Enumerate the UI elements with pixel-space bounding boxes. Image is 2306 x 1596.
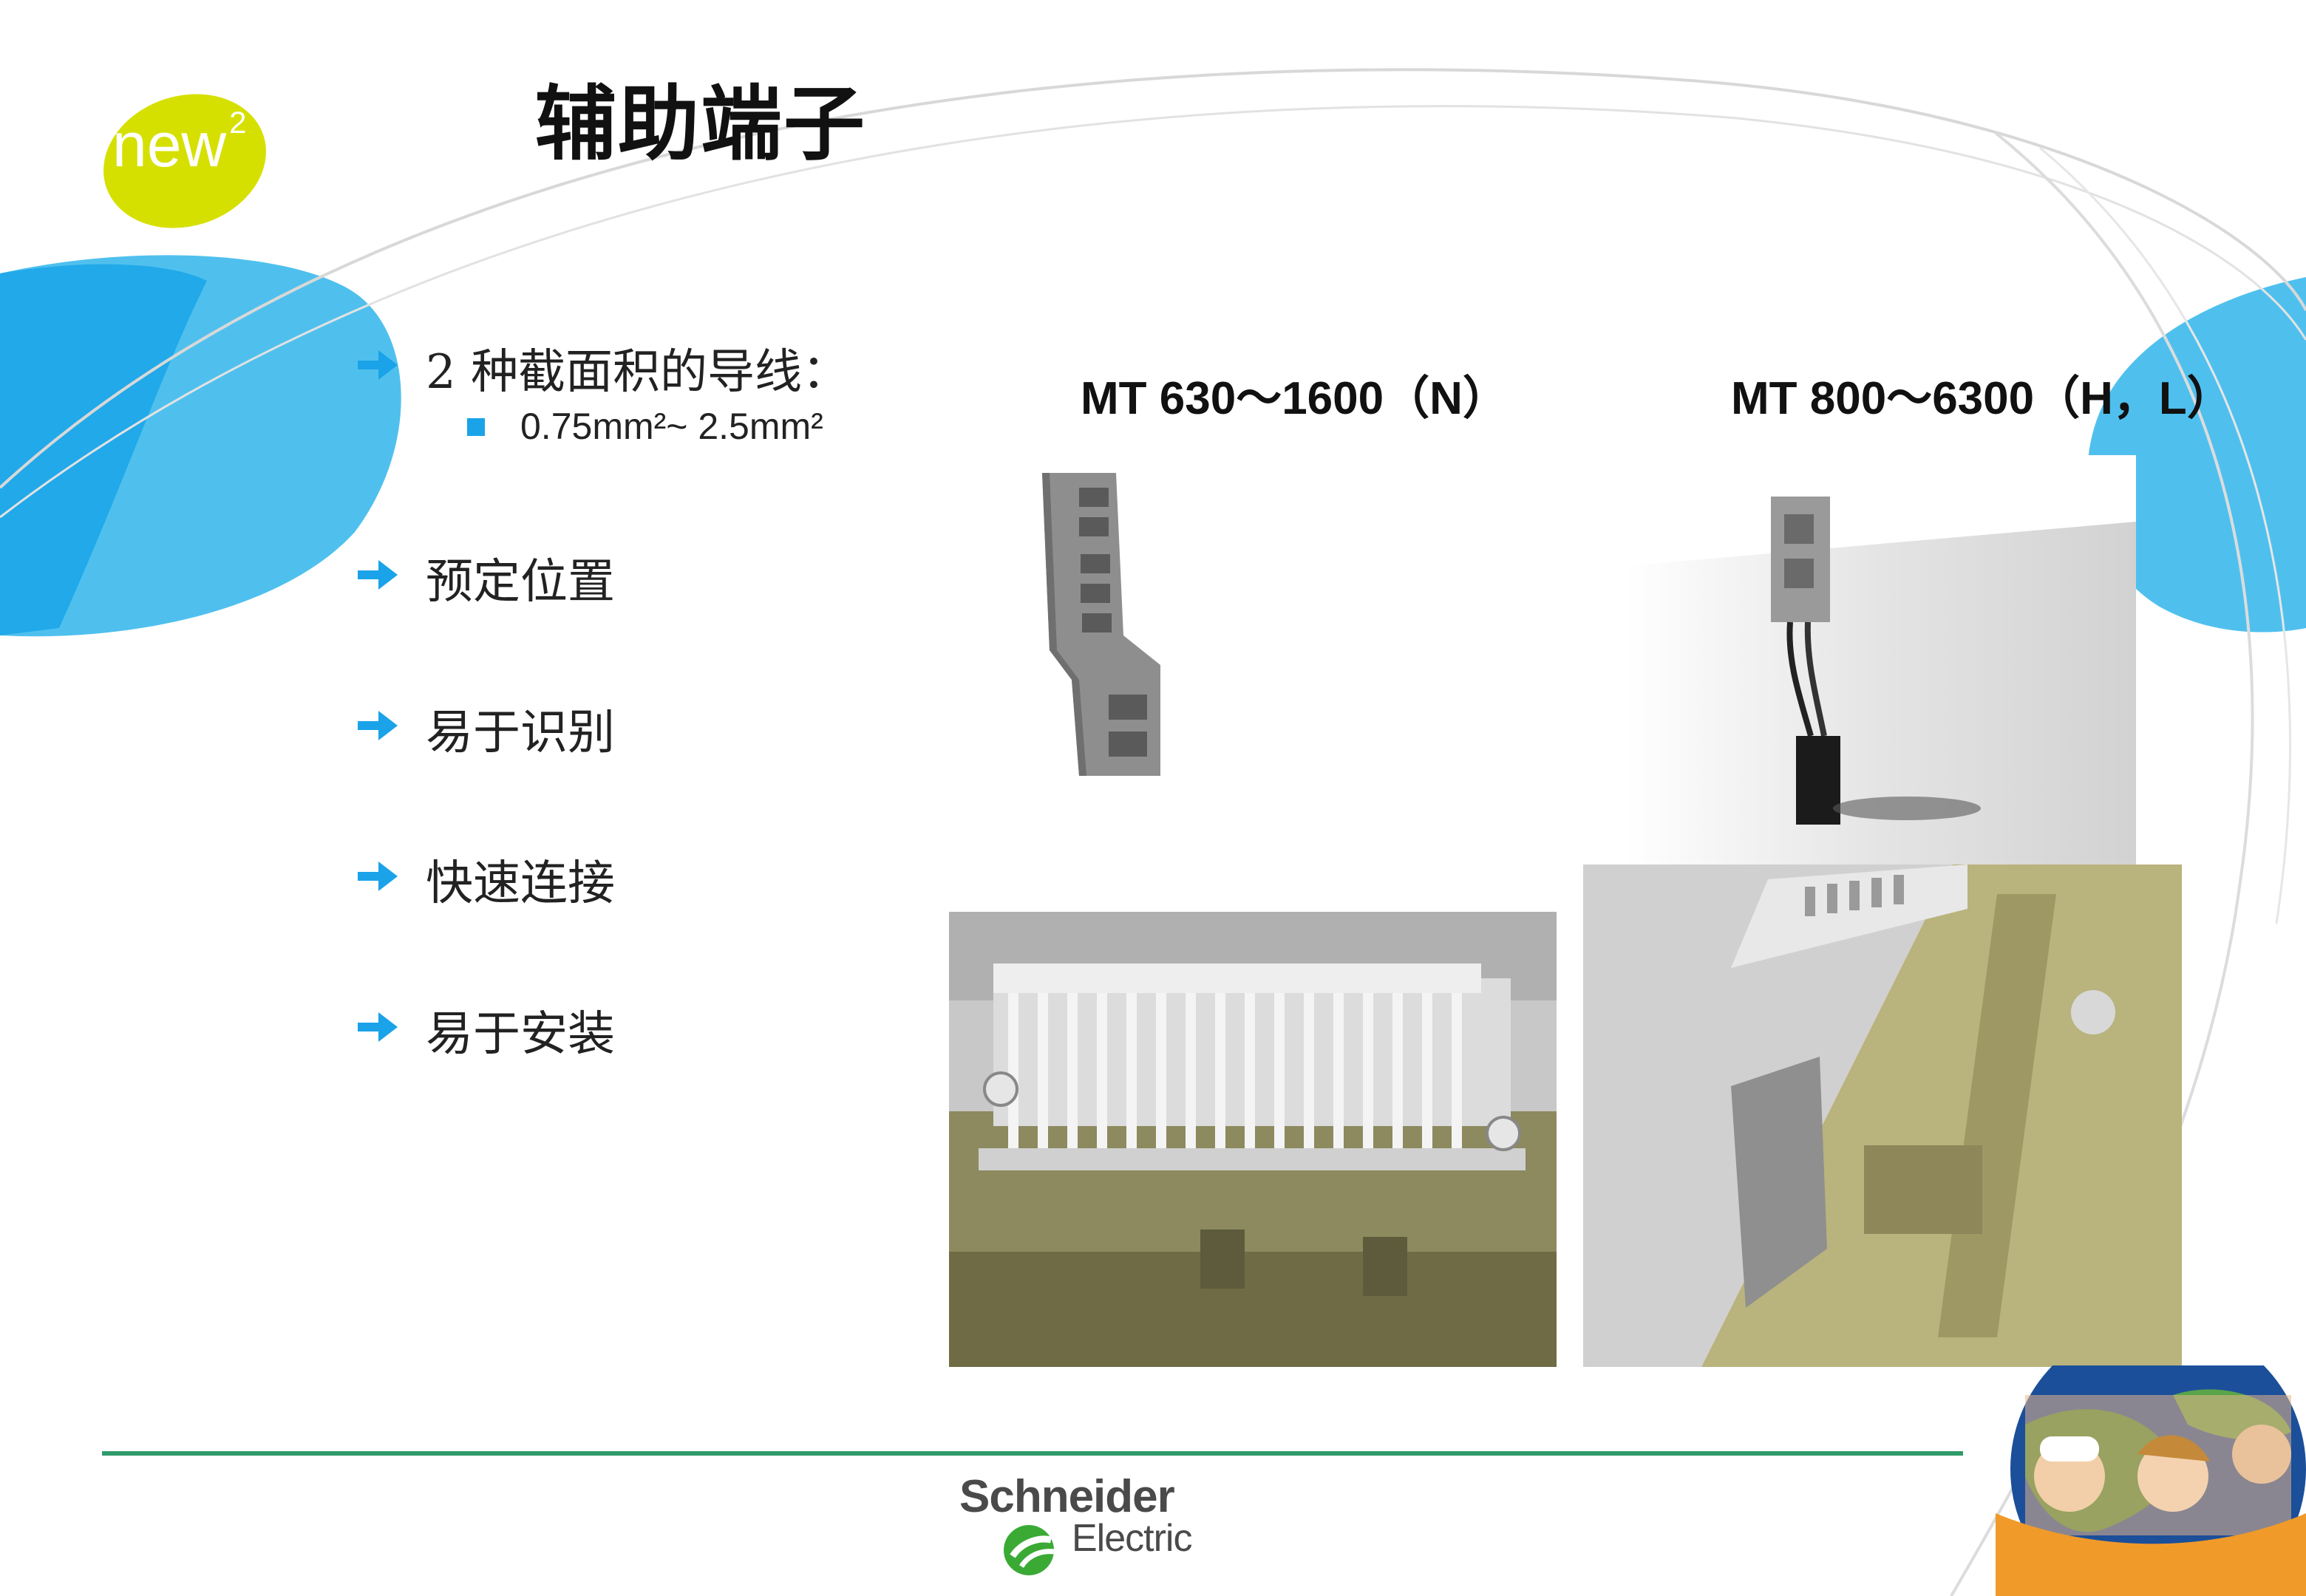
brand-name-top: Schneider — [959, 1471, 1175, 1522]
arrow-right-icon — [358, 862, 398, 891]
sub-bullet-text: 0.75mm²~ 2.5mm² — [520, 406, 823, 447]
bullet-text: 2 种截面积的导线： — [426, 345, 850, 400]
arrow-right-icon — [358, 711, 398, 740]
life-is-on-icon — [1004, 1525, 1055, 1575]
model-label-hl: MT 800～6300（H，L） — [1731, 373, 2233, 424]
connector-image — [1626, 455, 2136, 866]
brand-name-bottom: Electric — [1072, 1517, 1192, 1560]
terminal-block-image — [1042, 473, 1160, 776]
model-label-n: MT 630～1600（N） — [1081, 373, 1509, 424]
square-bullet-icon — [467, 418, 485, 436]
bullet-text: 易于安装 — [426, 1007, 615, 1062]
new-badge: new2 — [96, 89, 273, 229]
globe-people-image — [1996, 1365, 2306, 1596]
terminal-assembly-photo — [949, 912, 1557, 1367]
bullet-text: 预定位置 — [426, 555, 615, 610]
bullet-text: 快速连接 — [426, 856, 615, 911]
arrow-right-icon — [358, 560, 398, 590]
footer-divider — [102, 1451, 1963, 1456]
page-title: 辅助端子 — [535, 76, 866, 171]
bullet-text: 易于识别 — [426, 706, 615, 760]
badge-label: new2 — [112, 105, 247, 180]
arrow-right-icon — [358, 1012, 398, 1042]
schneider-logo: Schneider Electric — [953, 1470, 1220, 1581]
arrow-right-icon — [358, 350, 398, 380]
chassis-photo — [1583, 864, 2182, 1367]
badge-ellipse-icon — [103, 94, 266, 228]
